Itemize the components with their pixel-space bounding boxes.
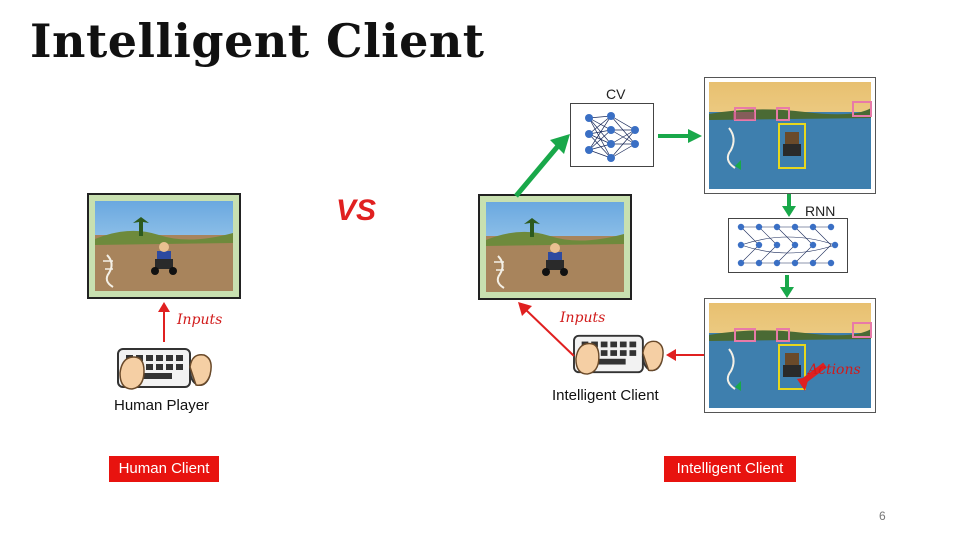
human-game-screenshot <box>87 193 241 299</box>
intelligent-client-caption: Intelligent Client <box>552 387 659 404</box>
keyboard-mouse-icon-intelligent <box>572 332 664 376</box>
detection-screenshot <box>704 77 876 194</box>
rnn-to-actions-arrow <box>780 275 794 298</box>
vs-label: VS <box>336 194 377 227</box>
rnn-network-diagram <box>728 218 848 273</box>
actions-to-keyboard-arrow <box>666 349 704 361</box>
intelligent-client-button[interactable]: Intelligent Client <box>664 456 796 482</box>
actions-screenshot <box>704 298 876 413</box>
inputs-arrow-left <box>158 302 170 342</box>
human-client-button[interactable]: Human Client <box>109 456 219 482</box>
keyboard-to-game-arrow <box>518 302 575 357</box>
detection-to-rnn-arrow <box>782 194 796 217</box>
keyboard-mouse-icon <box>116 345 212 391</box>
human-player-caption: Human Player <box>114 397 210 414</box>
cv-network-diagram <box>570 103 654 167</box>
cv-label: CV <box>606 86 626 102</box>
to-cv-arrow <box>514 134 570 198</box>
page-number: 6 <box>879 509 886 523</box>
inputs-label-left: Inputs <box>177 312 223 328</box>
intelligent-game-screenshot <box>478 194 632 300</box>
slide-title: Intelligent Client <box>30 14 485 68</box>
rnn-label: RNN <box>805 203 836 219</box>
cv-to-detection-arrow <box>658 129 702 143</box>
actions-label: Actions <box>808 362 861 378</box>
inputs-label-right: Inputs <box>560 310 606 326</box>
